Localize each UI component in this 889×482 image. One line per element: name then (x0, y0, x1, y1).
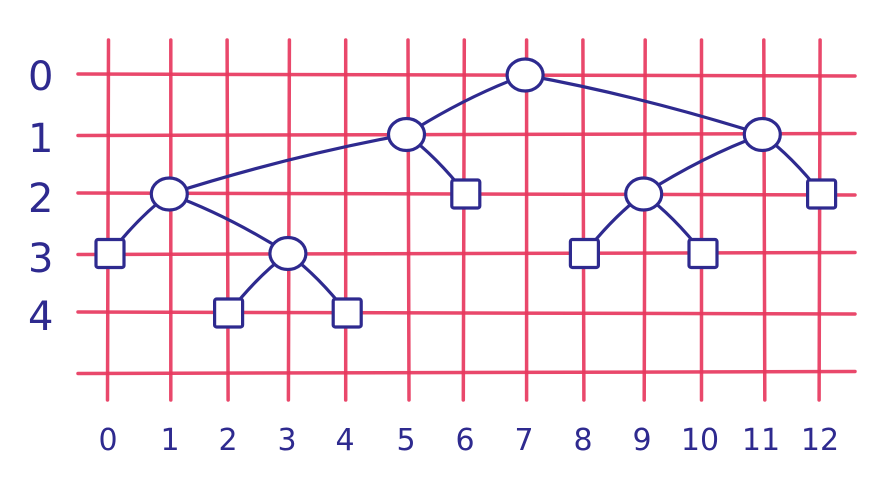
grid-vline-3 (286, 38, 292, 402)
grid-vline-5 (406, 38, 411, 402)
internal-node-9 (624, 176, 664, 212)
grid-vline-11 (762, 38, 767, 402)
leaf-node-8 (568, 237, 601, 270)
leaf-node-0 (94, 237, 126, 270)
internal-node-7 (505, 57, 545, 93)
x-label-12: 12 (801, 423, 839, 458)
internal-node-1 (149, 176, 189, 212)
internal-node-3 (268, 235, 308, 272)
grid-vline-12 (817, 38, 822, 402)
leaf-node-10 (687, 237, 719, 270)
y-label-0: 0 (28, 54, 53, 100)
tree-nodes (94, 57, 838, 329)
x-label-2: 2 (218, 423, 237, 458)
grid-hline-5 (76, 369, 857, 376)
grid-vline-6 (461, 38, 467, 402)
grid-vline-0 (105, 38, 111, 402)
x-label-8: 8 (573, 423, 592, 458)
grid-hline-4 (76, 310, 857, 316)
x-label-4: 4 (335, 423, 354, 458)
leaf-node-12 (805, 178, 838, 210)
y-label-2: 2 (28, 176, 53, 222)
x-label-3: 3 (277, 423, 296, 458)
y-label-3: 3 (28, 236, 53, 282)
leaf-node-2 (213, 297, 245, 329)
x-label-0: 0 (98, 423, 117, 458)
x-label-1: 1 (160, 423, 179, 458)
y-label-1: 1 (28, 116, 53, 162)
x-label-10: 10 (681, 423, 719, 458)
x-label-6: 6 (455, 423, 474, 458)
edge-n5-n1 (167, 132, 409, 196)
grid-hline-3 (76, 250, 857, 257)
x-label-11: 11 (742, 423, 780, 458)
x-axis-labels: 0 1 2 3 4 5 6 7 8 9 10 11 12 (98, 423, 839, 458)
leaf-node-6 (450, 178, 482, 210)
x-label-5: 5 (396, 423, 415, 458)
x-label-9: 9 (632, 423, 651, 458)
y-axis-labels: 0 1 2 3 4 (28, 54, 53, 340)
grid-vline-8 (581, 38, 586, 402)
leaf-node-4 (331, 297, 363, 329)
x-label-7: 7 (514, 423, 533, 458)
grid-hline-1 (76, 131, 857, 138)
y-label-4: 4 (28, 294, 53, 340)
internal-node-5 (386, 116, 427, 153)
grid (76, 38, 857, 402)
edge-n7-n11 (523, 73, 764, 137)
internal-node-11 (742, 116, 782, 153)
grid-vline-9 (642, 38, 647, 402)
grid-hline-0 (76, 72, 857, 78)
